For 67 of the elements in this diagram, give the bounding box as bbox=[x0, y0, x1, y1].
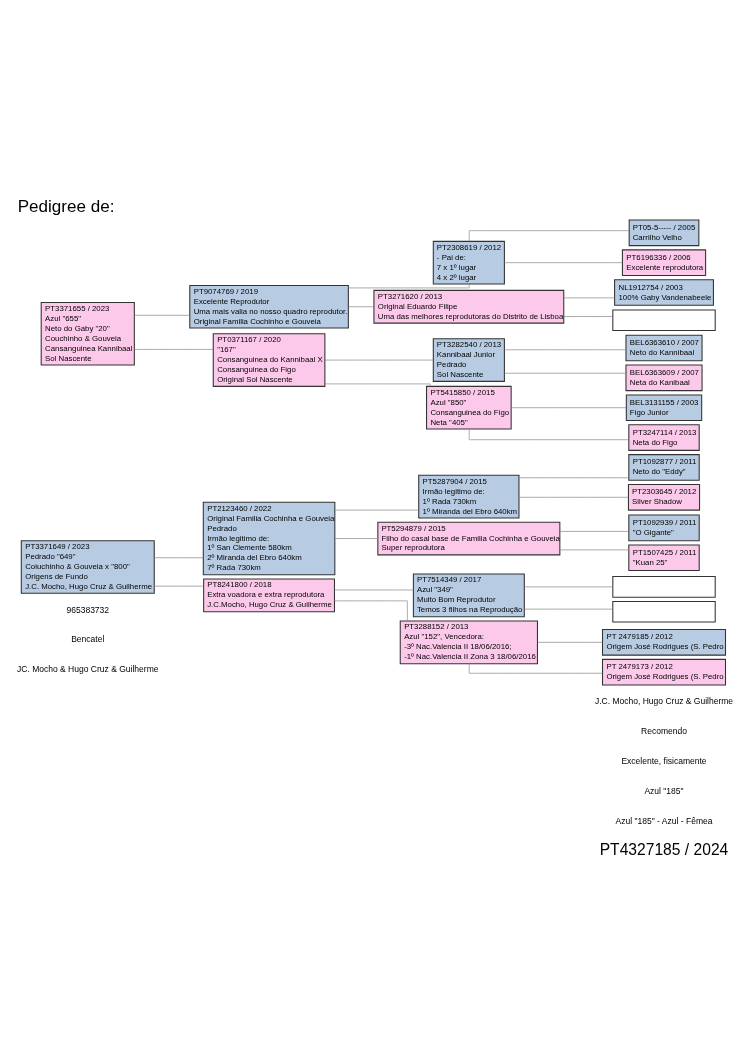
label: 965383732 bbox=[66, 604, 110, 615]
connector bbox=[504, 372, 627, 374]
label: Azul "185" bbox=[644, 785, 684, 796]
node-box: BEL6363610 / 2007 Neto do Kannibaal bbox=[625, 334, 703, 362]
connector bbox=[537, 641, 603, 643]
connector bbox=[510, 407, 627, 409]
connector bbox=[504, 349, 627, 351]
connector bbox=[348, 283, 470, 289]
connector bbox=[348, 306, 375, 308]
connector bbox=[524, 608, 613, 610]
label: J.C. Mocho, Hugo Cruz & Guilherme bbox=[594, 696, 734, 707]
connector bbox=[134, 314, 190, 316]
connector bbox=[468, 230, 630, 242]
label: Bencatel bbox=[71, 634, 105, 645]
node-box: PT2303645 / 2012 Silver Shadow bbox=[627, 483, 701, 511]
connector bbox=[153, 585, 204, 587]
label: PT4327185 / 2024 bbox=[599, 841, 729, 859]
node-box: PT3371655 / 2023 Azul "655" Neto do Gaby "20" Couchinho & Gouveia Cansanguinea Kannibaal Sol Nascente bbox=[40, 301, 135, 366]
connector bbox=[134, 349, 214, 350]
node-box: BEL6363609 / 2007 Neta do Kanibaal bbox=[625, 364, 703, 392]
connector bbox=[334, 509, 419, 511]
node-box: PT2123460 / 2022 Original Familia Cochinha e Gouveia Pedrado Irmão legitimo de: 1º San Clemente 580km 2º Miranda del Ebro 640km 7º Rada 730km bbox=[202, 501, 336, 576]
node-box: PT1507425 / 2011 "Kuan 25" bbox=[628, 544, 700, 572]
connector bbox=[504, 262, 623, 264]
connector bbox=[559, 531, 630, 532]
node-box: PT5415850 / 2015 Azul "850" Consanguinea do Figo Neta "405" bbox=[426, 385, 512, 430]
connector bbox=[468, 428, 630, 441]
node-box: PT6196336 / 2006 Excelente reprodutora bbox=[621, 249, 707, 276]
node-box bbox=[612, 309, 716, 332]
connector bbox=[334, 600, 408, 622]
connector bbox=[518, 496, 629, 498]
connector bbox=[153, 557, 204, 559]
node-box: PT3282540 / 2013 Kannibaal Junior Pedrado Sol Nascente bbox=[432, 338, 505, 382]
connector bbox=[518, 477, 630, 479]
node-box: PT2308619 / 2012 - Pai de: 7 x 1º lugar 4 x 2º lugar bbox=[432, 240, 505, 285]
connector bbox=[559, 549, 630, 551]
node-box: NL1912754 / 2003 100% Gaby Vandenabeele bbox=[614, 279, 714, 306]
diagram-title: Pedigree de: bbox=[17, 197, 115, 217]
connector bbox=[334, 538, 379, 539]
node-box: PT0371167 / 2020 "167" Consanguinea do Kannibaal X Consanguinea do Figo Original Sol Nascente bbox=[212, 333, 326, 387]
connector bbox=[324, 383, 431, 387]
node-box bbox=[612, 576, 716, 598]
connector bbox=[468, 663, 603, 674]
node-box: PT 2479173 / 2012 Origem José Rodrigues (S. Pedro bbox=[601, 658, 727, 686]
connector bbox=[334, 589, 414, 591]
connector bbox=[563, 316, 614, 317]
connector bbox=[563, 297, 615, 299]
node-box: PT1092939 / 2011 "O Gigante" bbox=[628, 514, 700, 542]
node-box: PT3288152 / 2013 Azul "152", Vencedora: -3º Nac.Valencia II 18/06/2016; -1º Nac.Valencia II Zona 3 18/06/2016 bbox=[399, 620, 538, 665]
node-box: PT3247114 / 2013 Neta do Figo bbox=[628, 424, 700, 451]
node-box: PT5287904 / 2015 Irmão legitimo de: 1º Rada 730km 1º Miranda del Ebro 640km bbox=[418, 474, 520, 519]
node-box: PT05-5----- / 2005 Carrilho Velho bbox=[628, 219, 700, 247]
label: Excelente, fisicamente bbox=[621, 755, 707, 766]
label: Recomendo bbox=[641, 726, 687, 737]
node-box bbox=[612, 600, 716, 623]
node-box: PT1092877 / 2011 Neto do "Eddy" bbox=[628, 454, 700, 481]
node-box: BEL3131155 / 2003 Figo Junior bbox=[625, 394, 703, 422]
label: Azul "185" - Azul - Fêmea bbox=[615, 815, 713, 826]
node-box: PT7514349 / 2017 Azul "349" Muito Bom Reprodutor Temos 3 filhos na Reprodução bbox=[412, 573, 525, 618]
node-box: PT5294879 / 2015 Filho do casal base de Familia Cochinha e Gouveia Super reprodutora bbox=[377, 521, 561, 556]
node-box: PT9074769 / 2019 Excelente Reprodutor Uma mais valia no nosso quadro reprodutor. Original Familia Cochinho e Gouveia bbox=[189, 284, 349, 329]
node-box: PT3371649 / 2023 Pedrado "649" Coiuchinho & Gouveia x "800" Origens de Fundo J.C. Mocho, Hugo Cruz & Guilherme bbox=[20, 540, 155, 594]
connector bbox=[524, 586, 613, 588]
node-box: PT 2479185 / 2012 Origem José Rodrigues (S. Pedro bbox=[601, 629, 727, 656]
node-box: PT8241800 / 2018 Extra voadora e extra reprodutora J.C.Mocho, Hugo Cruz & Guilherme bbox=[203, 578, 335, 613]
connector bbox=[324, 359, 434, 361]
label: JC. Mocho & Hugo Cruz & Guilherme bbox=[17, 664, 159, 675]
